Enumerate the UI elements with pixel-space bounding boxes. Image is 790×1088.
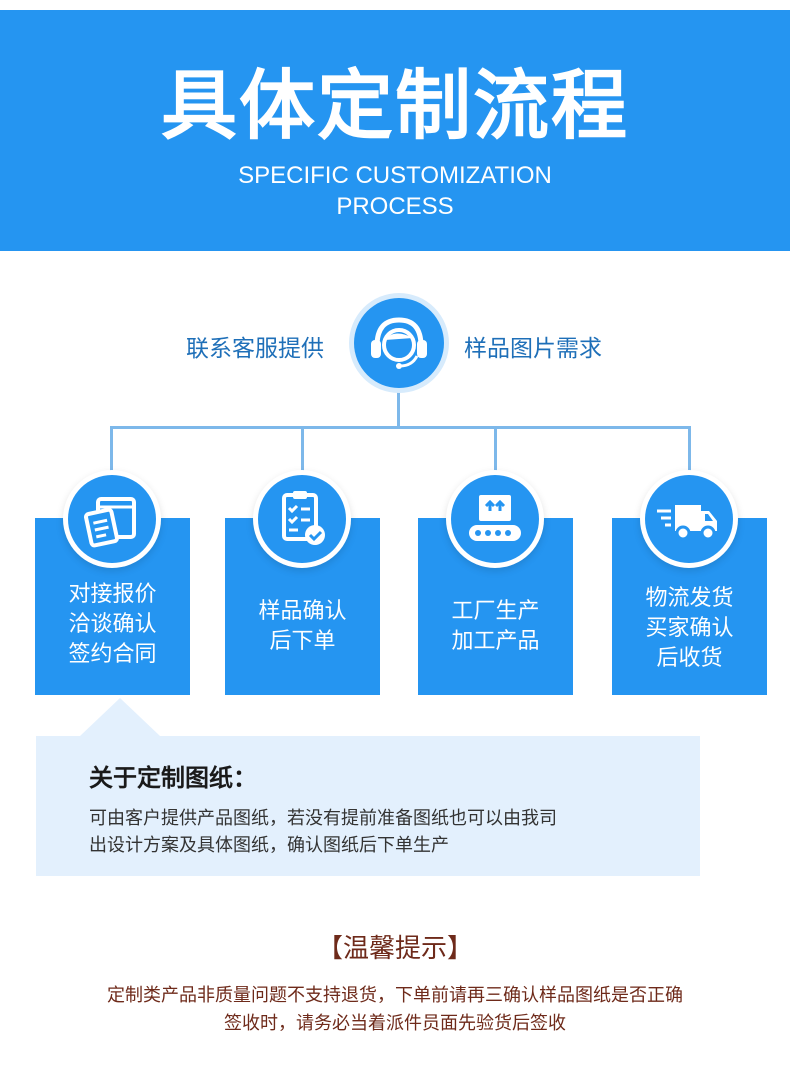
step-text-3: 工厂生产 加工产品 <box>451 599 540 654</box>
header-banner: 具体定制流程 SPECIFIC CUSTOMIZATION PROCESS <box>0 10 790 251</box>
subtitle-line-2: PROCESS <box>336 193 454 220</box>
step-text-4: 物流发货 买家确认 后收货 <box>645 586 734 671</box>
note-pointer <box>80 698 160 736</box>
connector-horizontal <box>110 426 691 429</box>
connector-drop-3 <box>494 426 497 518</box>
drawing-note-body: 可由客户提供产品图纸，若没有提前准备图纸也可以由我司 出设计方案及具体图纸，确认… <box>89 805 689 859</box>
step-text-1: 对接报价 洽谈确认 签约合同 <box>68 582 157 667</box>
subtitle-line-1: SPECIFIC CUSTOMIZATION <box>238 162 552 189</box>
page-title: 具体定制流程 <box>161 61 629 150</box>
step-text-2: 样品确认 后下单 <box>258 599 347 654</box>
connector-drop-1 <box>110 426 113 518</box>
step-badge-3 <box>451 475 539 563</box>
step-card-4: 物流发货 买家确认 后收货 <box>612 518 767 695</box>
page-subtitle: SPECIFIC CUSTOMIZATION PROCESS <box>195 160 595 222</box>
tips-line-2: 签收时，请务必当着派件员面先验货后签收 <box>224 1013 566 1034</box>
step-badge-4 <box>645 475 733 563</box>
service-badge <box>354 298 444 388</box>
drawing-note-line-2: 出设计方案及具体图纸，确认图纸后下单生产 <box>89 835 449 856</box>
connector-drop-4 <box>688 426 691 518</box>
step-badge-1 <box>68 475 156 563</box>
connector-vertical-main <box>397 388 400 428</box>
drawing-note-panel: 关于定制图纸： 可由客户提供产品图纸，若没有提前准备图纸也可以由我司 出设计方案… <box>36 736 700 876</box>
drawing-note-title: 关于定制图纸： <box>89 764 257 792</box>
tips-line-1: 定制类产品非质量问题不支持退货，下单前请再三确认样品图纸是否正确 <box>107 985 683 1006</box>
tips-body: 定制类产品非质量问题不支持退货，下单前请再三确认样品图纸是否正确 签收时，请务必… <box>20 982 770 1038</box>
contact-left-label: 联系客服提供 <box>186 336 324 362</box>
drawing-note-line-1: 可由客户提供产品图纸，若没有提前准备图纸也可以由我司 <box>89 808 557 829</box>
tips-title: 【温馨提示】 <box>316 934 473 964</box>
package-documents-icon <box>83 497 136 548</box>
delivery-truck-icon <box>657 505 717 541</box>
clipboard-check-icon <box>282 491 325 545</box>
connector-drop-2 <box>301 426 304 518</box>
customer-service-icon <box>371 317 427 369</box>
contact-right-label: 样品图片需求 <box>464 336 602 362</box>
step-card-1: 对接报价 洽谈确认 签约合同 <box>35 518 190 695</box>
step-badge-2 <box>258 475 346 563</box>
factory-conveyor-icon <box>469 495 521 541</box>
